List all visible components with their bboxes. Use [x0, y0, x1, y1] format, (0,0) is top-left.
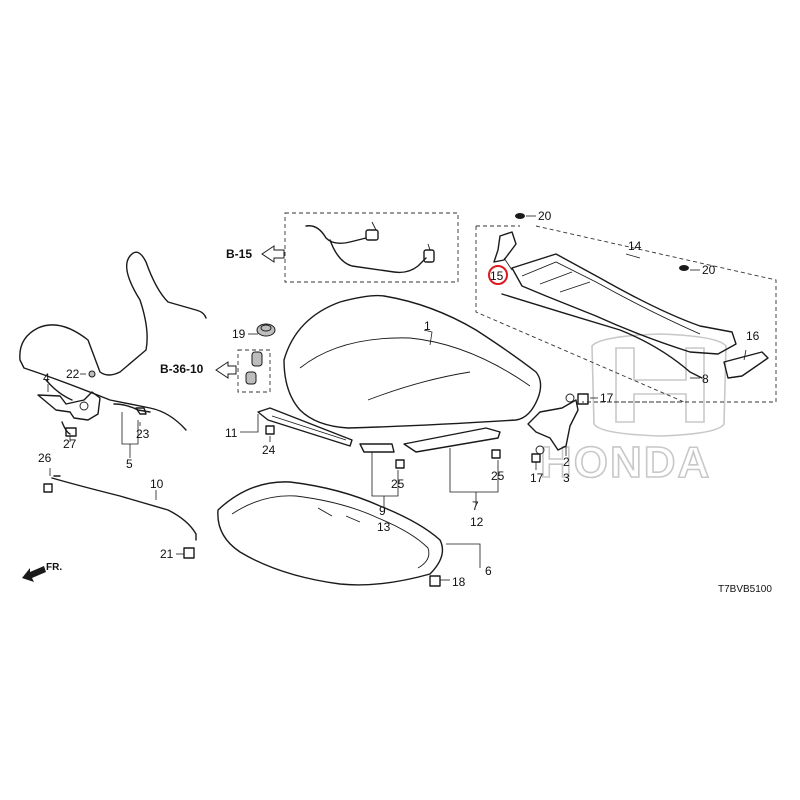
callout-10[interactable]: 10 — [150, 477, 164, 491]
callout-23[interactable]: 23 — [136, 427, 150, 441]
callout-15-highlight-ring — [488, 265, 508, 285]
support-rod — [51, 475, 197, 541]
front-direction-indicator: FR. — [22, 562, 62, 582]
seal-15 — [493, 231, 517, 263]
honda-h-letter — [615, 347, 705, 423]
b3610-reference-label[interactable]: B-36-10 — [160, 362, 204, 376]
seal-7 — [403, 427, 501, 453]
callout-20b[interactable]: 20 — [702, 263, 716, 277]
callout-18[interactable]: 18 — [452, 575, 466, 589]
callout-2[interactable]: 2 — [563, 455, 570, 469]
callout-19[interactable]: 19 — [232, 327, 246, 341]
callout-27[interactable]: 27 — [63, 437, 77, 451]
callout-1[interactable]: 1 — [424, 319, 431, 333]
callout-20a[interactable]: 20 — [538, 209, 552, 223]
callout-5[interactable]: 5 — [126, 457, 133, 471]
seal-11 — [257, 407, 353, 447]
callout-16[interactable]: 16 — [746, 329, 760, 343]
callout-15[interactable]: 15 — [490, 269, 504, 283]
holder-21-shape — [183, 547, 195, 559]
callout-11[interactable]: 11 — [225, 426, 238, 440]
cowl-top-panel — [501, 253, 737, 379]
b3610-reference[interactable]: B-36-10 — [160, 361, 237, 379]
b15-arrow-icon — [261, 245, 285, 263]
hood-hinge — [527, 393, 579, 455]
callout-25b[interactable]: 25 — [491, 469, 505, 483]
callout-9[interactable]: 9 — [379, 504, 386, 518]
diagram-code: T7BVB5100 — [718, 584, 772, 595]
front-direction-label: FR. — [46, 562, 62, 573]
cable-end-23 — [113, 403, 151, 415]
clip-25b-shape — [491, 449, 501, 459]
b15-reference-label[interactable]: B-15 — [226, 247, 252, 261]
b15-detail-box — [284, 212, 459, 283]
seal-16 — [723, 351, 769, 379]
callout-24[interactable]: 24 — [262, 443, 276, 457]
grommet-26-shape — [43, 483, 53, 493]
clip-20-shape — [515, 213, 689, 271]
clip-24-shape — [265, 425, 275, 435]
stopper-19-shape — [256, 323, 276, 337]
callout-25a[interactable]: 25 — [391, 477, 405, 491]
callout-13[interactable]: 13 — [377, 520, 391, 534]
hood-panel — [283, 294, 542, 429]
clip-17-shape — [577, 393, 589, 405]
cowl-detail-box — [475, 225, 777, 403]
callout-22[interactable]: 22 — [66, 367, 80, 381]
front-arrow-icon — [22, 566, 46, 582]
callout-21[interactable]: 21 — [160, 547, 174, 561]
clip-25a-shape — [395, 459, 405, 469]
b3610-arrow-icon — [215, 361, 237, 379]
callout-3[interactable]: 3 — [563, 471, 570, 485]
honda-watermark: HONDA — [539, 333, 727, 488]
honda-wordmark: HONDA — [540, 438, 711, 487]
b15-reference[interactable]: B-15 — [226, 245, 285, 263]
callout-17b[interactable]: 17 — [530, 471, 544, 485]
b3610-detail-box — [237, 349, 271, 393]
callout-12[interactable]: 12 — [470, 515, 484, 529]
hood-release-cable — [19, 251, 207, 431]
callouts: 1 2 3 4 5 6 7 8 9 10 11 12 13 14 15 16 1… — [38, 209, 760, 589]
leader-lines — [47, 215, 747, 581]
callout-26[interactable]: 26 — [38, 451, 52, 465]
callout-8[interactable]: 8 — [702, 372, 709, 386]
callout-14[interactable]: 14 — [628, 239, 642, 253]
hood-latch — [37, 370, 101, 435]
clip-17b-shape — [531, 453, 541, 463]
clip-18-shape — [429, 575, 441, 587]
callout-6[interactable]: 6 — [485, 564, 492, 578]
hood-insulator — [217, 481, 444, 586]
callout-17a[interactable]: 17 — [600, 391, 614, 405]
clip-27-shape — [65, 427, 77, 437]
callout-4[interactable]: 4 — [43, 371, 50, 385]
seal-9 — [359, 443, 395, 453]
callout-7[interactable]: 7 — [472, 499, 479, 513]
